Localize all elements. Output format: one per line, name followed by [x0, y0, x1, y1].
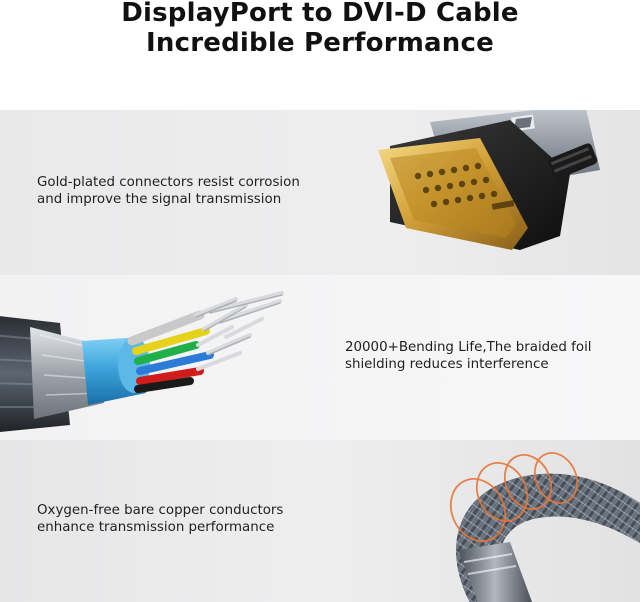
heading-line-2: Incredible Performance	[146, 28, 494, 58]
feature-caption-1: Gold-plated connectors resist corrosion …	[37, 174, 300, 208]
feature-caption-3-line-1: Oxygen-free bare copper conductors	[37, 503, 284, 518]
page-heading: DisplayPort to DVI-D Cable Incredible Pe…	[0, 0, 640, 110]
feature-panel-cable-section: 20000+Bending Life,The braided foil shie…	[0, 275, 640, 440]
feature-panel-gold-connector: Gold-plated connectors resist corrosion …	[0, 110, 640, 275]
cable-cross-section-icon	[0, 291, 284, 432]
heading-line-1: DisplayPort to DVI-D Cable	[121, 0, 519, 28]
feature-caption-2-line-1: 20000+Bending Life,The braided foil	[345, 340, 592, 355]
feature-caption-2: 20000+Bending Life,The braided foil shie…	[345, 339, 592, 373]
feature-caption-3-line-2: enhance transmission performance	[37, 520, 275, 535]
braided-cable-icon	[449, 452, 640, 602]
feature-caption-2-line-2: shielding reduces interference	[345, 357, 549, 372]
feature-panel-braided-cable: Oxygen-free bare copper conductors enhan…	[0, 440, 640, 602]
feature-caption-1-line-2: and improve the signal transmission	[37, 192, 282, 207]
dvi-d-connector-icon	[378, 110, 600, 250]
feature-caption-3: Oxygen-free bare copper conductors enhan…	[37, 502, 283, 536]
feature-caption-1-line-1: Gold-plated connectors resist corrosion	[37, 175, 300, 190]
